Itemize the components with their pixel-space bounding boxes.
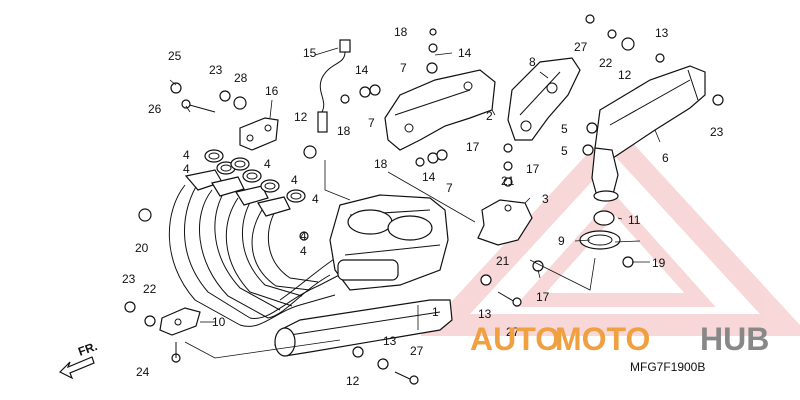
- callout-21b: 21: [496, 254, 510, 268]
- callout-10: 10: [212, 315, 226, 329]
- front-direction-arrow: FR.: [58, 339, 99, 380]
- oxygen-sensor: [317, 39, 351, 133]
- exhaust-header-pipes: [168, 169, 346, 327]
- callout-11: 11: [628, 213, 641, 227]
- callout-2: 2: [486, 109, 493, 123]
- callout-24: 24: [136, 365, 150, 379]
- callout-12a: 12: [294, 110, 308, 124]
- muffler: [591, 65, 706, 202]
- callout-23b: 23: [122, 272, 136, 286]
- callout-5b: 5: [561, 144, 568, 158]
- callout-14b: 14: [355, 63, 369, 77]
- watermark-brand: AUTO MOTO HUB: [470, 321, 769, 357]
- callout-27b: 27: [506, 325, 520, 339]
- hardware: [124, 14, 724, 385]
- callout-4a: 4: [183, 148, 190, 162]
- diagram-code: MFG7F1900B: [630, 360, 705, 374]
- heat-guard-side: [507, 57, 581, 141]
- heat-guard-upper: [384, 69, 496, 151]
- callout-16: 16: [265, 84, 279, 98]
- callout-17b: 17: [526, 162, 540, 176]
- callout-13b: 13: [478, 307, 492, 321]
- callout-28: 28: [234, 71, 248, 85]
- callout-4e: 4: [312, 192, 319, 206]
- callout-7b: 7: [368, 116, 375, 130]
- callout-27c: 27: [410, 344, 424, 358]
- heat-shield-small: [477, 199, 533, 246]
- callout-12b: 12: [618, 68, 632, 82]
- callout-6: 6: [662, 151, 669, 165]
- muffler-band-clamp: [579, 210, 621, 250]
- callout-13c: 13: [383, 334, 397, 348]
- callout-12c: 12: [346, 374, 360, 388]
- callout-5a: 5: [561, 122, 568, 136]
- callout-13a: 13: [655, 26, 669, 40]
- gaskets: [204, 149, 306, 203]
- callout-23c: 23: [710, 125, 724, 139]
- brand-part-moto: MOTO: [555, 321, 650, 357]
- callout-14c: 14: [422, 170, 436, 184]
- callout-7a: 7: [400, 61, 407, 75]
- brand-part-hub: HUB: [700, 321, 769, 357]
- callout-14a: 14: [458, 46, 472, 60]
- callout-22b: 22: [599, 56, 613, 70]
- callout-9: 9: [558, 234, 565, 248]
- watermark-triangle: [419, 123, 800, 336]
- callout-18b: 18: [337, 124, 351, 138]
- callout-26: 26: [148, 102, 162, 116]
- callout-1: 1: [432, 305, 439, 319]
- lower-silencer: [274, 299, 453, 357]
- callout-20: 20: [135, 241, 149, 255]
- callout-7c: 7: [446, 181, 453, 195]
- brand-part-auto: AUTO: [470, 321, 560, 357]
- callout-4f: 4: [300, 229, 307, 243]
- leader-lines: [169, 47, 661, 359]
- callout-21a: 21: [501, 174, 515, 188]
- callout-22a: 22: [143, 282, 157, 296]
- callout-4b: 4: [264, 157, 271, 171]
- lower-bracket: [159, 307, 201, 336]
- callout-27a: 27: [574, 40, 588, 54]
- callout-17a: 17: [466, 140, 480, 154]
- direction-label: FR.: [76, 339, 99, 359]
- callout-15: 15: [303, 46, 317, 60]
- callout-23a: 23: [209, 63, 223, 77]
- callout-25: 25: [168, 49, 182, 63]
- bracket: [239, 117, 279, 151]
- callout-19: 19: [652, 256, 666, 270]
- callout-4g: 4: [300, 244, 307, 258]
- callout-labels: 1 2 3 4 4 4 4 4 4 4 5 5 6 7 7 7 8 9 10 1…: [122, 25, 724, 388]
- callout-8: 8: [529, 55, 536, 69]
- callout-4d: 4: [291, 173, 298, 187]
- callout-18c: 18: [374, 157, 388, 171]
- callout-17c: 17: [536, 290, 550, 304]
- exhaust-chamber: [329, 194, 449, 291]
- callout-4c: 4: [183, 162, 190, 176]
- callout-3: 3: [542, 192, 549, 206]
- callout-18a: 18: [394, 25, 408, 39]
